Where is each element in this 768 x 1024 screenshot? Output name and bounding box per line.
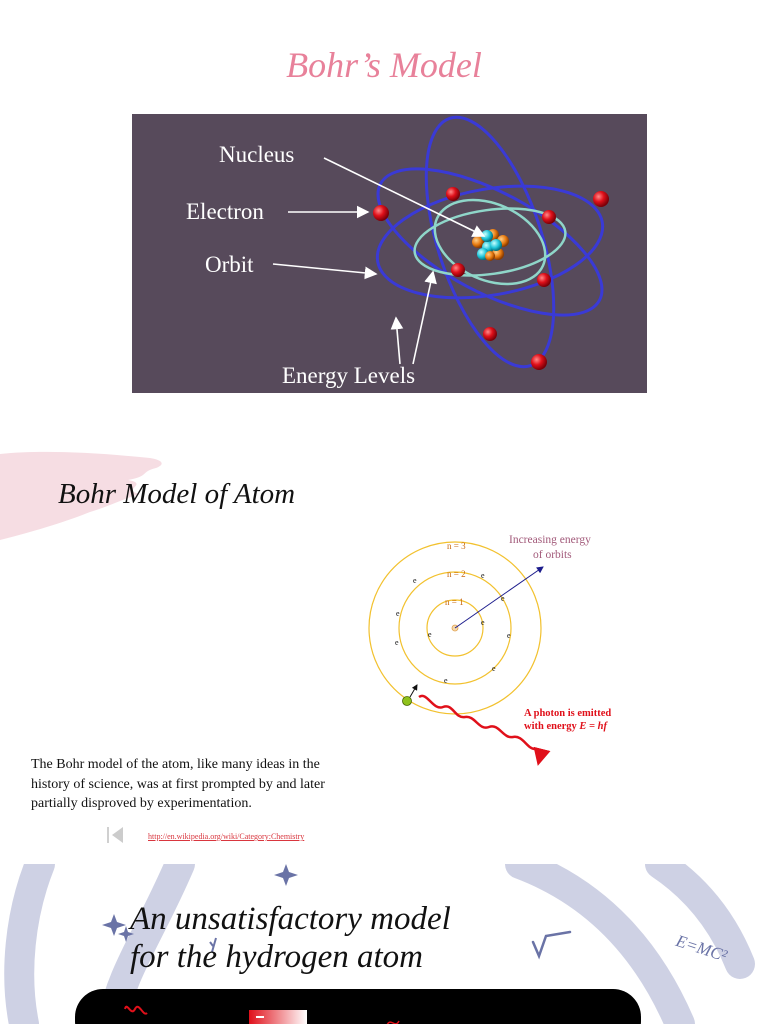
title-line: An unsatisfactory model [130,901,451,937]
previous-slide-icon[interactable] [106,825,126,845]
electrons [373,187,609,370]
photon-wave [418,694,551,766]
sparkle-star-icon [274,864,298,886]
electron-marker: e [492,664,496,673]
orbit-n2 [398,571,512,685]
level-n2-label: n = 2 [447,569,466,579]
minus-sign [256,1016,264,1018]
sparkle-star-icon [102,914,126,936]
bohr-orbit-diagram: n = 1 n = 2 n = 3 e e e e e e e e e e In… [368,534,611,766]
photon-caption-line2: with energy E = hf [524,721,608,732]
outer-orbits [375,115,605,369]
nucleus-label: Nucleus [219,142,294,167]
orbit-ring [375,184,605,300]
slide-body-text: The Bohr model of the atom, like many id… [31,757,325,811]
electron-marker: e [481,571,485,580]
energy-arrow [454,566,544,629]
energy-level-arrow [412,270,437,365]
slide-title: Bohr’s Model [286,45,482,85]
video-panel [75,989,641,1024]
electron-marker: e [396,609,400,618]
atom-illustration: Nucleus Electron Orbit Energy Levels [132,114,647,393]
electron [537,273,551,287]
orbit-ring [424,115,556,369]
electron-marker: e [444,676,448,685]
orbit-n1 [426,599,484,657]
electron-marker: e [501,594,505,603]
transition-arrow [409,684,418,698]
electron-marker: e [413,576,417,585]
pointer-arrows [272,157,486,365]
energy-annotation-line1: Increasing energy [509,534,591,546]
electron-marker: e [507,631,511,640]
orbit-ring [433,198,547,286]
orbit-label: Orbit [205,252,254,277]
electron-marker: e [395,638,399,647]
photon-energy-formula: E = hf [578,721,608,732]
electron [531,354,547,370]
slide-title: An unsatisfactory model for the hydrogen… [130,900,550,976]
electron [542,210,556,224]
photon-caption-line1: A photon is emitted [524,708,611,719]
atom-diagram: Nucleus Electron Orbit Energy Levels [186,115,609,388]
video-panel-content [124,1005,400,1024]
sparkle-star-icon [118,926,134,942]
orbit-ring [413,207,567,277]
electron-label: Electron [186,199,264,224]
slide-title: Bohr Model of Atom [58,478,296,510]
spectrum-bar [249,1010,307,1024]
orbit-ring [376,167,604,317]
percent-doodle-icon [209,937,217,953]
slide-bohrs-model: Bohr’s Model [0,0,768,430]
electron [373,205,389,221]
electron-marker: e [481,618,485,627]
level-n1-label: n = 1 [445,597,464,607]
nucleus [472,229,509,261]
electron-markers: e e e e e e e e e e [395,571,511,685]
electron [483,327,497,341]
level-n3-label: n = 3 [447,541,466,551]
title-line: for the hydrogen atom [130,939,423,975]
energy-level-arrow [390,316,404,365]
square-root-doodle-icon [531,930,572,960]
electron-marker: e [428,630,432,639]
electron [451,263,465,277]
orbit-arrow [272,263,378,280]
photon-wave [124,1005,148,1015]
slide-bohr-model-of-atom: Bohr Model of Atom n = 1 n = 2 n = 3 e e… [0,430,768,864]
falling-electron [402,696,412,706]
nucleus-arrow [323,157,486,237]
electron [593,191,609,207]
brush-stroke-decoration [0,451,162,540]
energy-annotation-line2: of orbits [533,549,572,561]
source-link[interactable]: http://en.wikipedia.org/wiki/Category:Ch… [148,832,305,841]
slide-unsatisfactory-model: E=MC² An unsatisfactory model for the hy… [0,864,768,1024]
electron [446,187,460,201]
inner-orbits [413,198,567,286]
energy-levels-label: Energy Levels [282,363,415,388]
